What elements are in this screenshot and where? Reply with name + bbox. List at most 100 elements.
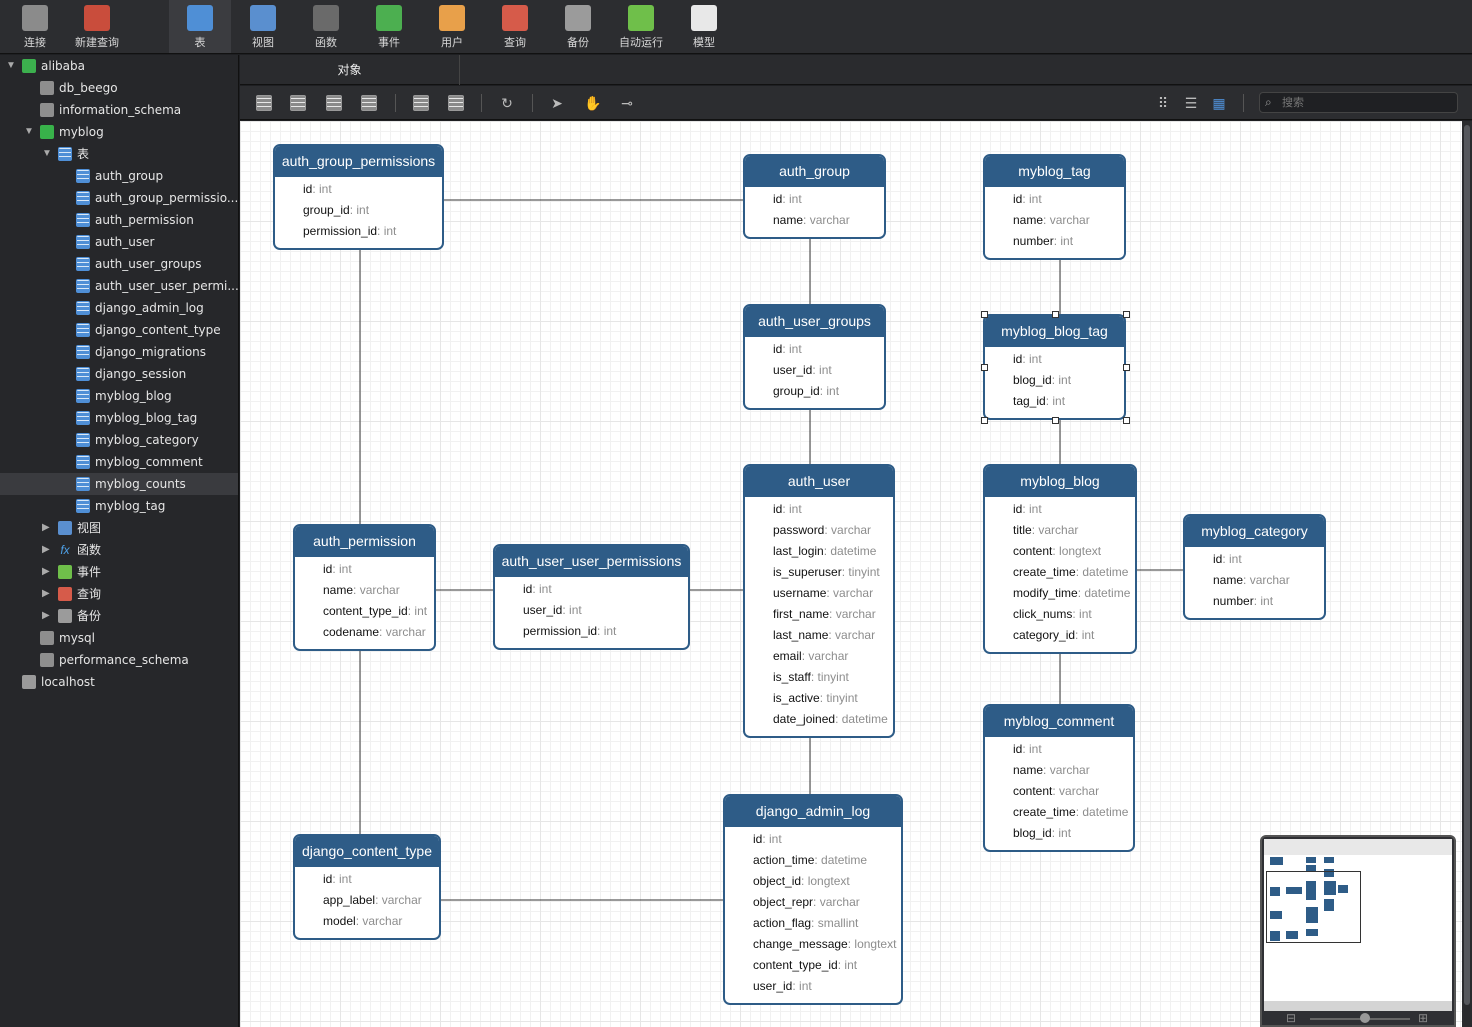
selection-handle[interactable] (1123, 364, 1130, 371)
chevron-right-icon[interactable]: ▶ (42, 566, 50, 577)
entity-field[interactable]: object_repr: varchar (753, 892, 901, 913)
grid-view-icon[interactable]: ▦ (1212, 95, 1226, 111)
sidebar-item-django_session[interactable]: django_session (0, 363, 238, 385)
hand-icon[interactable]: ✋ (584, 95, 602, 111)
entity-field[interactable]: id: int (303, 179, 442, 200)
entity-field[interactable]: id: int (523, 579, 688, 600)
pointer-icon[interactable]: ➤ (551, 95, 563, 111)
sidebar-item-myblog_category[interactable]: myblog_category (0, 429, 238, 451)
entity-field[interactable]: category_id: int (1013, 625, 1135, 646)
zoom-out-icon[interactable]: ⊟ (1286, 1011, 1297, 1025)
entity-field[interactable]: title: varchar (1013, 520, 1135, 541)
entity-field[interactable]: content: longtext (1013, 541, 1135, 562)
sidebar-item-myblog_blog_tag[interactable]: myblog_blog_tag (0, 407, 238, 429)
entity-field[interactable]: content_type_id: int (323, 601, 434, 622)
sidebar-item-myblog_tag[interactable]: myblog_tag (0, 495, 238, 517)
entity-field[interactable]: number: int (1213, 591, 1324, 612)
entity-field[interactable]: id: int (323, 869, 439, 890)
entity-field[interactable]: is_active: tinyint (773, 688, 893, 709)
sidebar-item-[interactable]: ▶备份 (0, 605, 238, 627)
selection-handle[interactable] (1123, 417, 1130, 424)
entity-field[interactable]: tag_id: int (1013, 391, 1124, 412)
entity-field[interactable]: blog_id: int (1013, 370, 1124, 391)
entity-field[interactable]: name: varchar (773, 210, 884, 231)
selection-handle[interactable] (981, 311, 988, 318)
sidebar-item-django_migrations[interactable]: django_migrations (0, 341, 238, 363)
delete-table-icon[interactable] (361, 95, 377, 111)
sidebar-item-auth_group[interactable]: auth_group (0, 165, 238, 187)
entity-field[interactable]: id: int (773, 339, 884, 360)
toolbar-button-view[interactable]: 视图 (232, 0, 294, 53)
list-view-icon[interactable]: ☰ (1184, 95, 1198, 111)
export-table-icon[interactable] (448, 95, 464, 111)
sidebar-item-[interactable]: ▶视图 (0, 517, 238, 539)
entity-field[interactable]: action_time: datetime (753, 850, 901, 871)
entity-field[interactable]: first_name: varchar (773, 604, 893, 625)
chevron-right-icon[interactable]: ▶ (42, 544, 50, 555)
sidebar-item-localhost[interactable]: localhost (0, 671, 238, 693)
entity-field[interactable]: create_time: datetime (1013, 802, 1133, 823)
entity-field[interactable]: id: int (323, 559, 434, 580)
entity-field[interactable]: is_superuser: tinyint (773, 562, 893, 583)
toolbar-button-table[interactable]: 表 (169, 0, 231, 53)
minimap-view[interactable] (1264, 855, 1452, 1001)
entity-field[interactable]: is_staff: tinyint (773, 667, 893, 688)
entity-field[interactable]: last_login: datetime (773, 541, 893, 562)
tab-objects[interactable]: 对象 (240, 55, 460, 85)
entity-field[interactable]: modify_time: datetime (1013, 583, 1135, 604)
entity-field[interactable]: user_id: int (773, 360, 884, 381)
sidebar-item-django_admin_log[interactable]: django_admin_log (0, 297, 238, 319)
search-input[interactable] (1282, 95, 1452, 110)
selection-handle[interactable] (981, 417, 988, 424)
chevron-right-icon[interactable]: ▶ (42, 588, 50, 599)
edit-table-icon[interactable] (290, 95, 306, 111)
toolbar-button-query[interactable]: 查询 (484, 0, 546, 53)
sidebar-item-alibaba[interactable]: ▼alibaba (0, 55, 238, 77)
entity-field[interactable]: content: varchar (1013, 781, 1133, 802)
entity-field[interactable]: user_id: int (523, 600, 688, 621)
entity-field[interactable]: permission_id: int (523, 621, 688, 642)
toolbar-button-user[interactable]: 用户 (421, 0, 483, 53)
sidebar-item-performance_schema[interactable]: performance_schema (0, 649, 238, 671)
toolbar-button-model[interactable]: 模型 (673, 0, 735, 53)
sidebar-item-auth_user_groups[interactable]: auth_user_groups (0, 253, 238, 275)
chevron-right-icon[interactable]: ▶ (42, 610, 50, 621)
sidebar-item-auth_group_permissio[interactable]: auth_group_permissio... (0, 187, 238, 209)
entity-field[interactable]: id: int (773, 499, 893, 520)
entity-field[interactable]: name: varchar (1213, 570, 1324, 591)
selection-handle[interactable] (1123, 311, 1130, 318)
entity-field[interactable]: id: int (753, 829, 901, 850)
search-field[interactable]: ⌕ (1259, 92, 1458, 113)
sidebar-item-auth_permission[interactable]: auth_permission (0, 209, 238, 231)
entity-field[interactable]: username: varchar (773, 583, 893, 604)
entity-field[interactable]: codename: varchar (323, 622, 434, 643)
entity-field[interactable]: password: varchar (773, 520, 893, 541)
entity-field[interactable]: id: int (1013, 349, 1124, 370)
entity-field[interactable]: name: varchar (1013, 210, 1124, 231)
toolbar-button-new-query[interactable]: 新建查询 (66, 0, 128, 53)
entity-field[interactable]: group_id: int (303, 200, 442, 221)
canvas-vertical-scrollbar[interactable] (1462, 121, 1472, 1027)
chevron-down-icon[interactable]: ▼ (24, 126, 34, 137)
entity-field[interactable]: name: varchar (1013, 760, 1133, 781)
chevron-down-icon[interactable]: ▼ (42, 148, 52, 159)
add-table-icon[interactable] (256, 95, 272, 111)
toolbar-button-clock[interactable]: 事件 (358, 0, 420, 53)
entity-field[interactable]: id: int (1013, 499, 1135, 520)
chevron-right-icon[interactable]: ▶ (42, 522, 50, 533)
sidebar-item-myblog_counts[interactable]: myblog_counts (0, 473, 238, 495)
entity-field[interactable]: id: int (1013, 189, 1124, 210)
scrollbar-thumb[interactable] (1464, 125, 1470, 1005)
toolbar-button-function[interactable]: 函数 (295, 0, 357, 53)
